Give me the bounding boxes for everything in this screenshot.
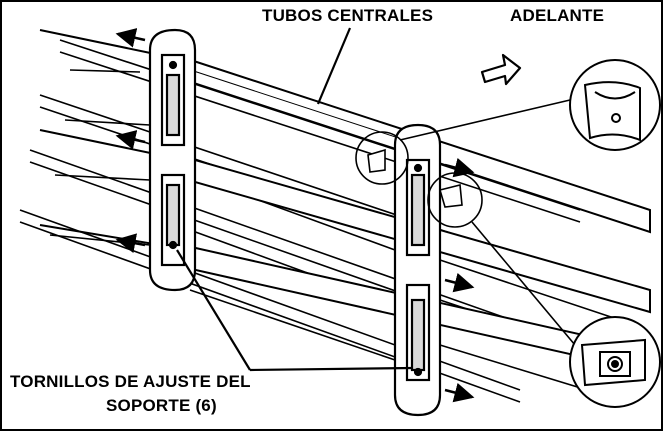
- direction-arrows: [115, 28, 475, 403]
- left-support-bracket: [148, 28, 197, 292]
- forward-arrow-icon: [480, 53, 522, 86]
- forward-label: ADELANTE: [510, 6, 605, 26]
- leader-lines: [176, 27, 414, 372]
- rack-slats: [19, 39, 621, 403]
- clip-detail-top: [569, 59, 661, 151]
- detail-callouts: [355, 99, 576, 346]
- center-tubes: [39, 29, 651, 374]
- adjust-screws-label-line2: SOPORTE (6): [104, 396, 219, 416]
- adjust-screws-label-line1: TORNILLOS DE AJUSTE DEL: [8, 372, 253, 392]
- center-tubes-label: TUBOS CENTRALES: [262, 6, 434, 26]
- right-support-bracket: [393, 123, 442, 417]
- clip-detail-bottom: [569, 316, 661, 408]
